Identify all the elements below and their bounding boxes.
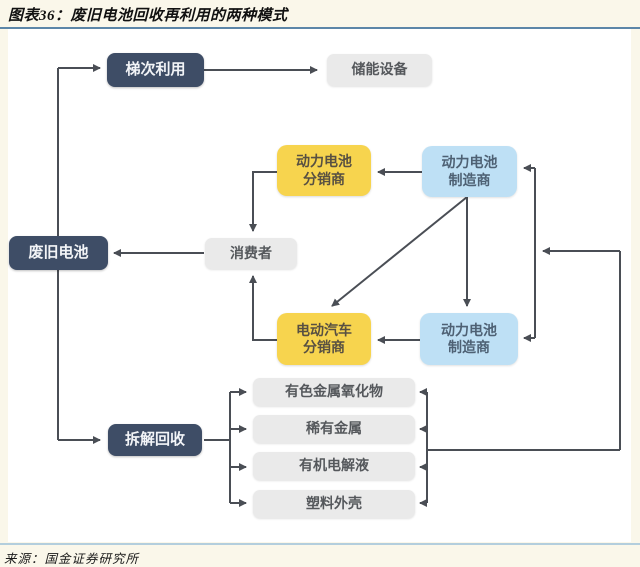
figure-title: 图表36：废旧电池回收再利用的两种模式 [8,8,288,24]
node-plastic-shell: 塑料外壳 [253,490,415,518]
node-ev-distributor: 电动汽车 分销商 [277,313,371,365]
node-dismantle-recycle: 拆解回收 [108,424,202,456]
footer-divider [0,543,640,545]
node-consumer: 消费者 [205,238,297,269]
node-nonferrous-metal-oxide: 有色金属氧化物 [253,378,415,406]
node-battery-manufacturer-bottom: 动力电池 制造商 [420,313,518,365]
node-cascade-use: 梯次利用 [107,53,204,87]
title-divider [0,27,640,29]
node-organic-electrolyte: 有机电解液 [253,452,415,480]
edge-manufacturer-to-evdistributor-diagonal [331,196,468,307]
node-rare-metal: 稀有金属 [253,415,415,443]
edge-distributor-to-consumer [249,171,277,232]
node-battery-distributor: 动力电池 分销商 [277,145,371,196]
edge-evdistributor-to-consumer [249,275,277,341]
node-storage-equipment: 储能设备 [327,54,432,86]
source-note: 来源：国金证券研究所 [4,552,140,566]
node-waste-battery: 废旧电池 [9,236,108,270]
node-battery-manufacturer-top: 动力电池 制造商 [422,146,517,197]
